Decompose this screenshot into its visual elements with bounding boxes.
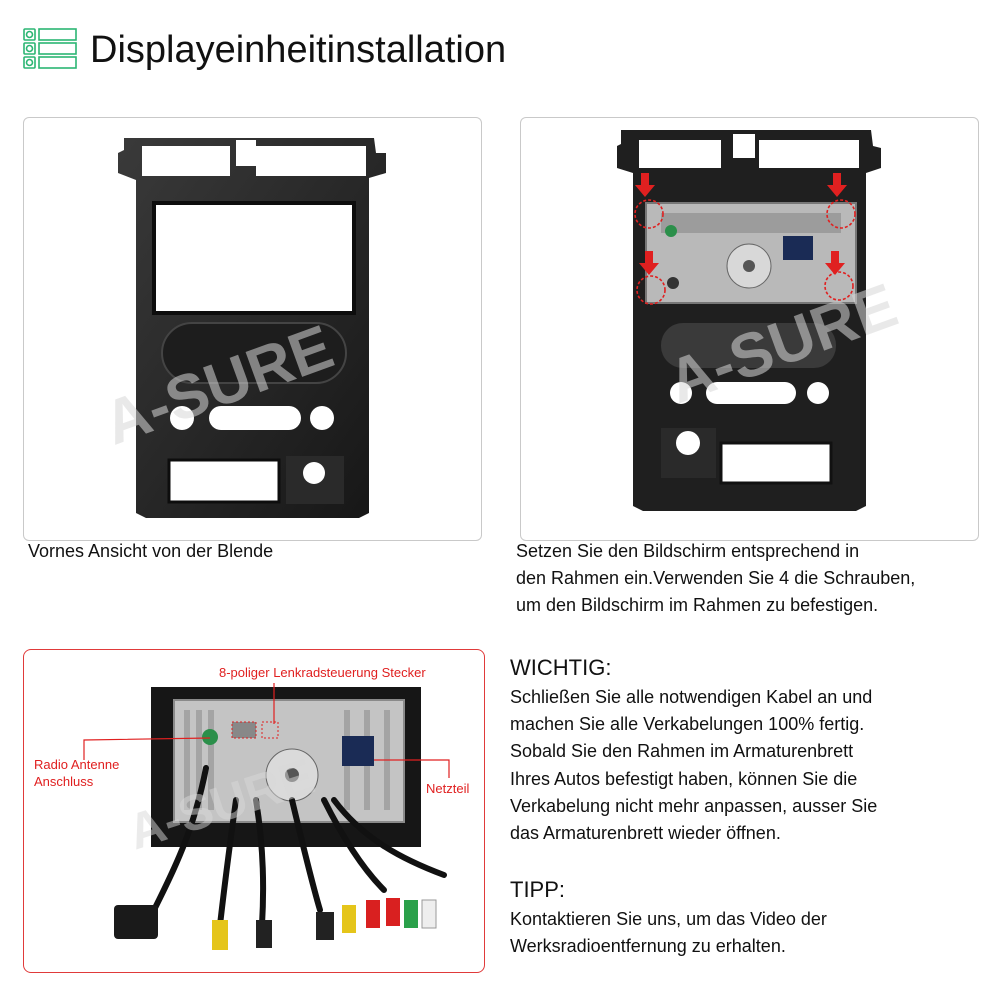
tip-line: Kontaktieren Sie uns, um das Video der [510, 909, 827, 929]
tip-text: Kontaktieren Sie uns, um das Video der W… [510, 906, 827, 960]
important-line: Ihres Autos befestigt haben, können Sie … [510, 768, 858, 789]
important-line: das Armaturenbrett wieder öffnen. [510, 823, 781, 844]
important-heading: WICHTIG: [510, 655, 612, 680]
panel2-caption-line: Setzen Sie den Bildschirm entsprechend i… [516, 541, 860, 561]
important-line: Schließen Sie alle notwendigen Kabel an … [510, 687, 873, 707]
tip-heading: TIPP: [510, 877, 566, 902]
page-title: Displayeinheitinstallation [90, 29, 507, 71]
antenna-label: Radio Antenne Anschluss [34, 756, 119, 790]
antenna-label-line: Anschluss [34, 774, 94, 789]
list-icon [22, 26, 78, 72]
power-label: Netzteil [426, 781, 470, 796]
frame-with-unit-image: A-SURE [520, 117, 979, 541]
antenna-label-line: Radio Antenne [34, 757, 120, 772]
important-line: Sobald Sie den Rahmen im Armaturenbrett [510, 741, 854, 762]
panel2-caption-line: um den Bildschirm im Rahmen zu befestige… [516, 595, 879, 615]
important-text: Schließen Sie alle notwendigen Kabel an … [510, 684, 877, 847]
tip-line: Werksradioentfernung zu erhalten. [510, 936, 786, 957]
panel1-caption: Vornes Ansicht von der Blende [28, 541, 274, 561]
panel2-caption: Setzen Sie den Bildschirm entsprechend i… [516, 538, 996, 619]
unit-rear-wiring-image: A-SURE [23, 649, 485, 973]
important-line: machen Sie alle Verkabelungen 100% ferti… [510, 714, 865, 735]
important-line: Verkabelung nicht mehr anpassen, ausser … [510, 795, 878, 816]
panel2-caption-line: den Rahmen ein.Verwenden Sie 4 die Schra… [516, 568, 916, 588]
steering-connector-label: 8-poliger Lenkradsteuerung Stecker [219, 665, 426, 680]
dash-frame-front-image: A-SURE [23, 117, 482, 541]
